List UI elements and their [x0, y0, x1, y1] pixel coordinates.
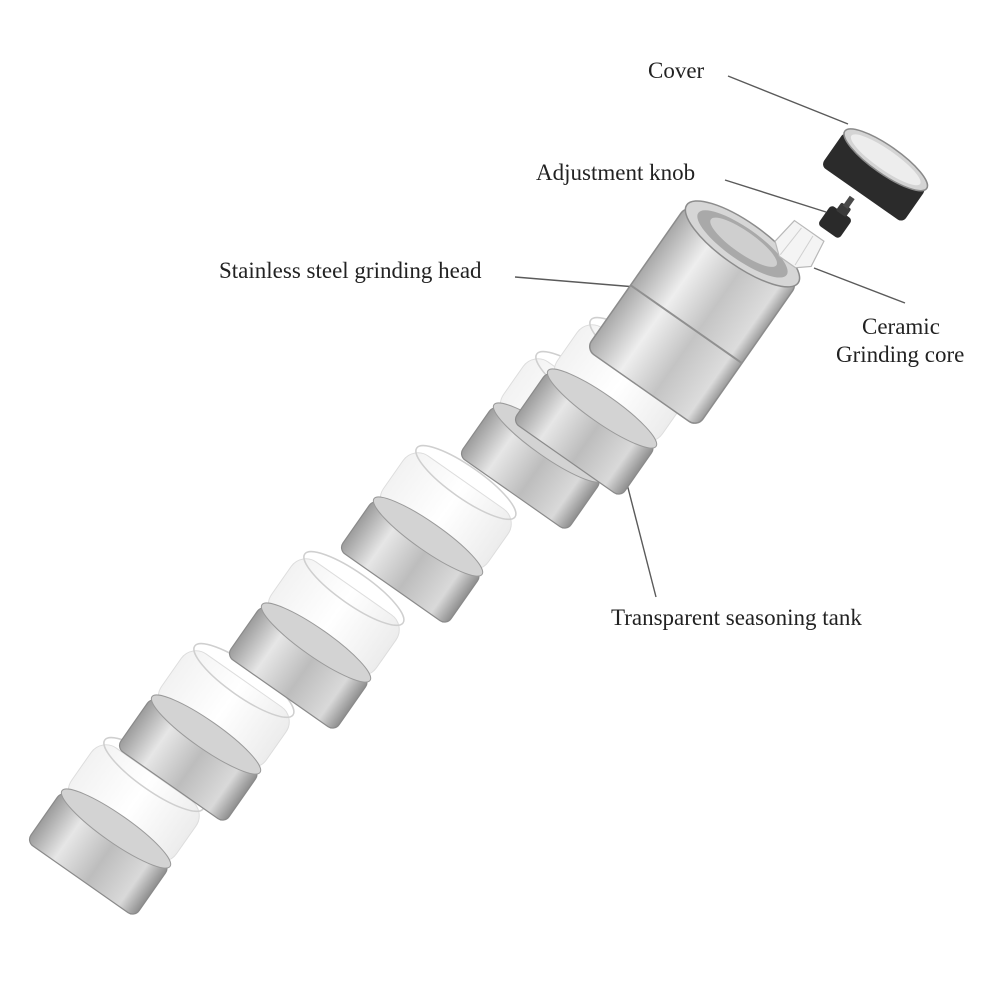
leader-lines [514, 75, 906, 598]
label-ceramic-line1: Ceramic [862, 314, 940, 339]
tank-segment [228, 550, 405, 729]
tank-segments [28, 316, 691, 915]
label-adjustment-knob: Adjustment knob [536, 160, 696, 185]
adjustment-knob [819, 195, 855, 238]
label-ceramic-line2: Grinding core [836, 342, 965, 367]
leader-line-head [514, 276, 637, 288]
tank-segment [340, 444, 517, 623]
leader-line-knob [724, 179, 827, 213]
tank-segment [514, 316, 691, 495]
leader-line-cover [727, 75, 849, 125]
tank-segment [118, 642, 295, 821]
leader-line-core [813, 267, 906, 304]
cover [823, 128, 929, 221]
leader-line-tank [625, 479, 657, 598]
grinding-head [589, 200, 801, 424]
label-grinding-head: Stainless steel grinding head [219, 258, 482, 283]
tank-segment [28, 736, 205, 915]
label-cover: Cover [648, 58, 705, 83]
ceramic-grinding-core [774, 219, 825, 269]
label-seasoning-tank: Transparent seasoning tank [611, 605, 862, 630]
